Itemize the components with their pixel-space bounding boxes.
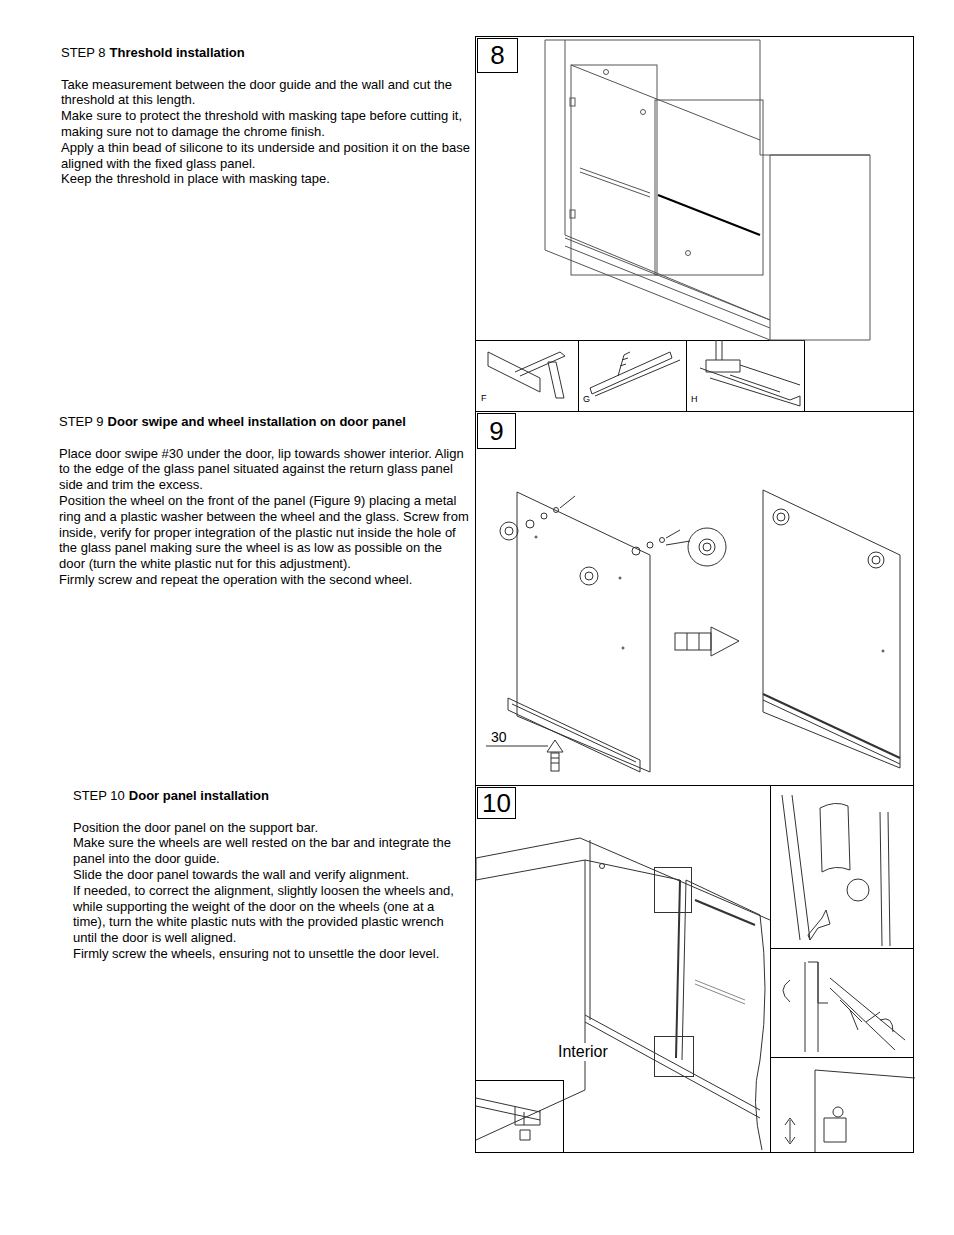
- step-number: 9: [489, 416, 503, 447]
- instruction-text: Slide the door panel towards the wall an…: [73, 867, 467, 883]
- instruction-text: Make sure the wheels are well rested on …: [73, 835, 467, 867]
- part-number: 30: [490, 729, 508, 745]
- instruction-text: Make sure to protect the threshold with …: [61, 108, 471, 140]
- step-number-box: 9: [477, 413, 516, 449]
- instruction-text: Take measurement between the door guide …: [61, 77, 471, 109]
- step-title: Door panel installation: [129, 788, 269, 803]
- instruction-text: Position the door panel on the support b…: [73, 820, 467, 836]
- step-number: 8: [490, 40, 504, 71]
- step-label: STEP 9: [59, 414, 104, 429]
- instruction-text: Firmly screw the wheels, ensuring not to…: [73, 946, 467, 962]
- step-text: STEP 8 Threshold installationTake measure…: [61, 45, 471, 187]
- step-heading: STEP 9 Door swipe and wheel installation …: [59, 414, 471, 430]
- step-number-box: 8: [477, 38, 518, 73]
- figure-letter: F: [480, 393, 488, 403]
- figure-letter: G: [582, 394, 591, 404]
- instruction-text: Place door swipe #30 under the door, lip…: [59, 446, 471, 493]
- figure-letter: H: [690, 394, 699, 404]
- instruction-text: Keep the threshold in place with masking…: [61, 171, 471, 187]
- instruction-text: Position the wheel on the front of the p…: [59, 493, 471, 572]
- instruction-text: Apply a thin bead of silicone to its und…: [61, 140, 471, 172]
- step-title: Threshold installation: [110, 45, 245, 60]
- step-heading: STEP 8 Threshold installation: [61, 45, 471, 61]
- step-label: STEP 10: [73, 788, 125, 803]
- instruction-text: Firmly screw and repeat the operation wi…: [59, 572, 471, 588]
- step-number-box: 10: [477, 787, 516, 819]
- step-heading: STEP 10 Door panel installation: [73, 788, 467, 804]
- step-number: 10: [482, 788, 511, 819]
- step-label: STEP 8: [61, 45, 106, 60]
- instruction-text: If needed, to correct the alignment, sli…: [73, 883, 467, 946]
- step-text: STEP 9 Door swipe and wheel installation …: [59, 414, 471, 588]
- step-title: Door swipe and wheel installation on doo…: [108, 414, 406, 429]
- area-label: Interior: [557, 1043, 609, 1061]
- step-text: STEP 10 Door panel installationPosition t…: [73, 788, 467, 962]
